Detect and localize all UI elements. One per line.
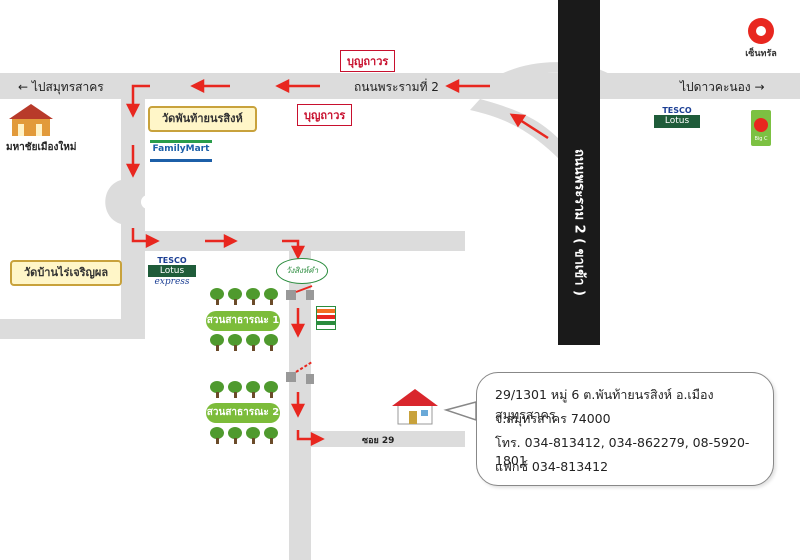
tree-icon [228,288,242,305]
tree-icon [246,288,260,305]
boonthavorn-sign-bottom: บุญถาวร [297,104,353,126]
to-samut-sakhon-text: ไปสมุทรสาคร [31,80,104,94]
tree-icon [246,427,260,444]
tree-icon [228,381,242,398]
central-text: เซ็นทรัล [745,49,777,59]
university-label: มหาชัยเมืองใหม่ [6,142,77,153]
left-vertical-road [121,99,145,339]
ramp-down [470,99,560,160]
temple-pan-plaque: วัดพันท้ายนรสิงห์ [148,106,257,132]
tesco-express-text: TESCO [157,256,187,265]
route-arrows [125,78,549,447]
tree-icon [210,381,224,398]
road-network [0,73,800,560]
temple-ban-rai-plaque: วัดบ้านไร่เจริญผล [10,260,123,286]
to-samut-sakhon-label: ← ไปสมุทรสาคร [18,78,104,97]
central-sun-icon [748,18,774,44]
seven-eleven-logo [316,306,336,330]
lotus-express-text: Lotus [148,265,196,277]
tesco-top-text: TESCO [662,106,692,115]
tree-icon [264,381,278,398]
house-icon [392,389,438,425]
tree-icon [264,288,278,305]
roundabout-island [141,195,155,209]
elevated-road-label: ถนนพระราม 2 ( ขาเข้า ) [571,149,587,296]
tree-icon [210,427,224,444]
express-text: express [154,277,190,287]
tesco-lotus-express-logo: TESCO Lotus express [148,256,196,290]
tree-icon [210,288,224,305]
left-roundabout [105,180,121,224]
main-road-name: ถนนพระรามที่ 2 [354,80,439,94]
tree-icon [264,334,278,351]
central-logo: เซ็นทรัล [744,18,778,62]
fax-line: แฟกซ์ 034-813412 [495,459,609,474]
village-logo: วังสิงห์คำ [276,258,328,284]
tree-icon [246,381,260,398]
to-dao-khanong-text: ไปดาวคะนอง [680,80,751,94]
bigc-c-mark [754,118,768,132]
tree-icon [246,334,260,351]
elevated-road [558,0,600,345]
bubble-tail [443,401,477,422]
park-1-label: สวนสาธารณะ 1 [206,311,280,331]
address-bubble: 29/1301 หมู่ 6 ต.พันท้ายนรสิงห์ อ.เมืองส… [476,372,774,486]
gate-2 [286,361,314,384]
university-icon [9,104,53,136]
boonthavorn-sign-top: บุญถาวร [340,50,396,72]
lotus-top-text: Lotus [654,115,700,128]
right-arrow-icon: → [754,80,765,94]
tree-icon [228,427,242,444]
phone-line: โทร. 034-813412, 034-862279, 08-5920-180… [495,435,750,468]
tree-icon [264,427,278,444]
bigc-logo: Big C [751,110,771,146]
address-line-1: 29/1301 หมู่ 6 ต.พันท้ายนรสิงห์ อ.เมืองส… [495,387,714,422]
address-line-2: จ.สมุทรสาคร 74000 [495,411,611,426]
soi-29-road [311,431,465,447]
park-2-label: สวนสาธารณะ 2 [206,403,280,423]
left-lower-road [0,319,145,339]
village-logo-text: วังสิงห์คำ [285,266,319,275]
tree-icon [210,334,224,351]
bigc-text: Big C [754,136,768,142]
gate-1 [286,285,314,300]
tree-icon [228,334,242,351]
to-dao-khanong-label: ไปดาวคะนอง → [680,78,765,97]
soi-29-label: ซอย 29 [362,436,395,446]
left-arrow-icon: ← [18,80,29,94]
familymart-logo: FamilyMart [150,140,212,162]
tesco-lotus-logo: TESCO Lotus [654,106,700,130]
